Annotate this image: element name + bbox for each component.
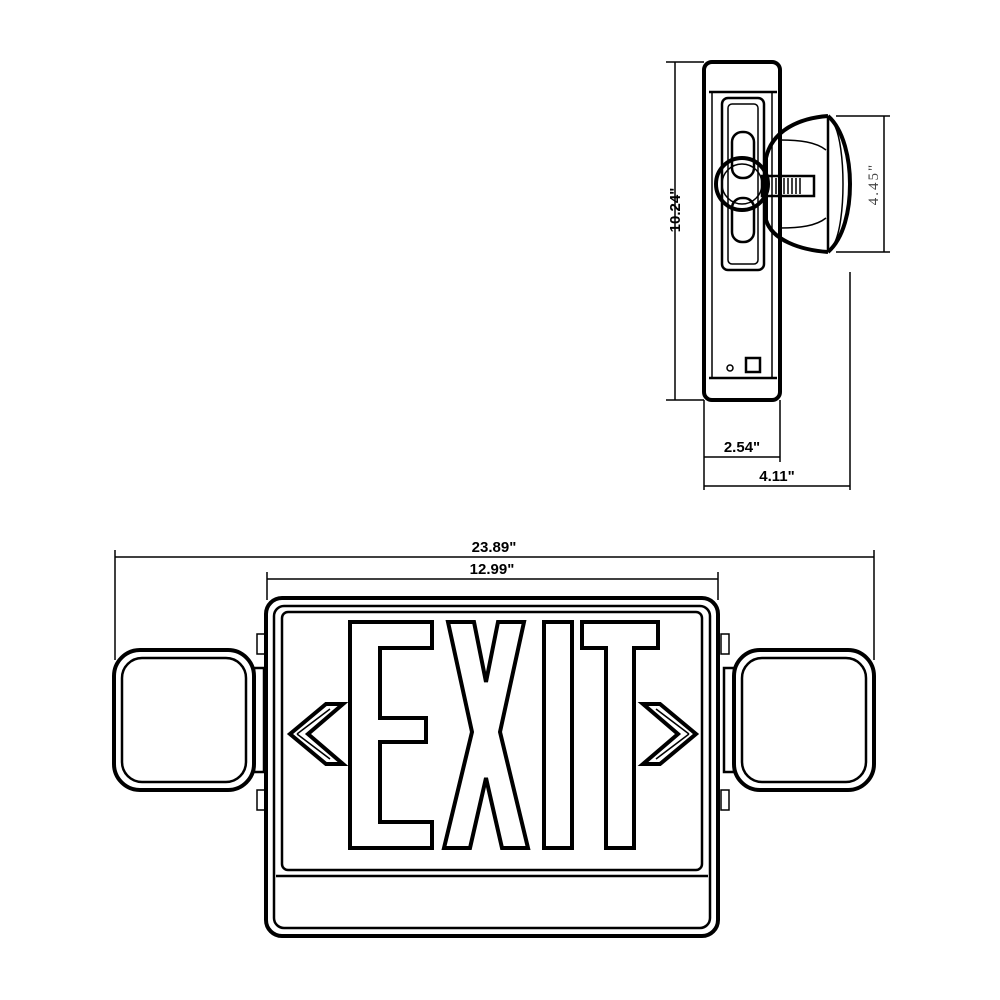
letter-e (348, 620, 434, 850)
front-view: 23.89" 12.99" (112, 539, 876, 938)
dimension-total-depth: 4.11" (704, 272, 851, 490)
overall-width-label: 23.89" (472, 539, 517, 556)
right-lamp-head (720, 633, 876, 811)
letter-t (580, 620, 660, 850)
head-height-label: 4.45" (866, 163, 882, 205)
front-view-housing (264, 596, 720, 938)
left-chevron-icon (286, 702, 349, 766)
letter-x (441, 620, 531, 850)
dimension-sign-width: 12.99" (266, 561, 719, 600)
exit-lettering (348, 620, 660, 850)
left-lamp-head (112, 633, 266, 811)
side-view-lamp-head (764, 114, 853, 254)
dimension-height: 10.24" (666, 61, 704, 401)
height-label: 10.24" (667, 188, 684, 233)
side-view-housing (702, 60, 782, 402)
dimension-body-depth: 2.54" (703, 400, 781, 490)
dimension-head-height: 4.45" (836, 115, 890, 253)
sign-width-label: 12.99" (470, 561, 515, 578)
letter-i (542, 620, 574, 850)
dimension-overall-width: 23.89" (114, 539, 875, 660)
side-view: 10.24" 4.45" 2.54" 4.11" (666, 60, 890, 490)
total-depth-label: 4.11" (759, 468, 794, 485)
right-chevron-icon (637, 702, 700, 766)
body-depth-label: 2.54" (724, 439, 760, 456)
